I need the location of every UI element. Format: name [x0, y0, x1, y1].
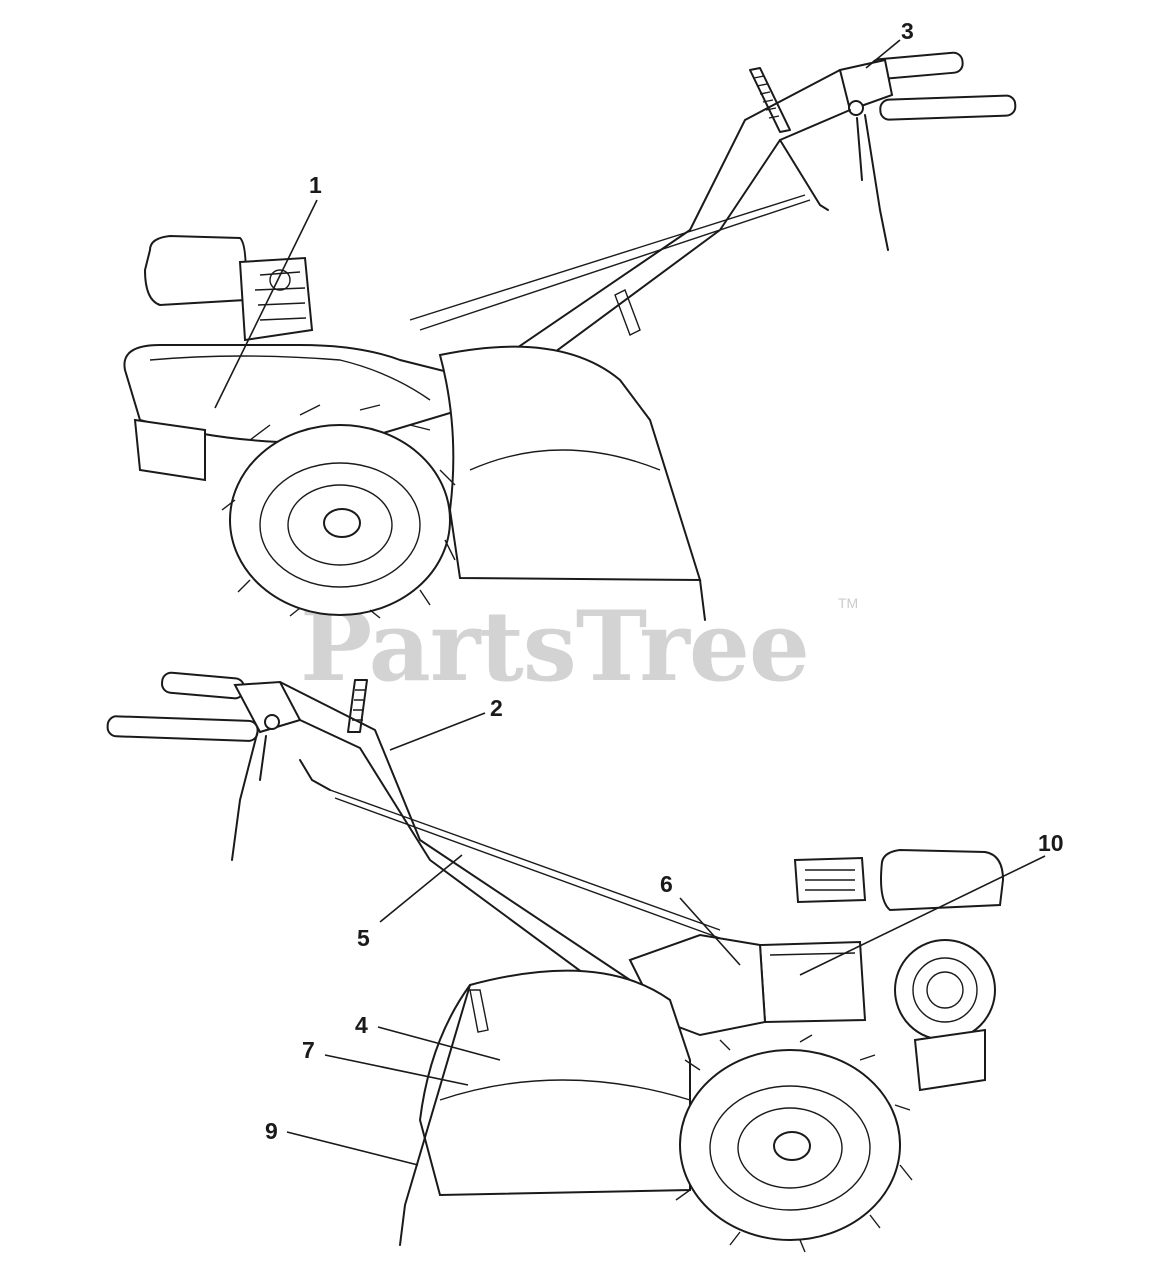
callout-3: 3: [865, 18, 914, 69]
callout-number: 6: [660, 871, 673, 897]
callout-7: 7: [302, 1037, 469, 1086]
callout-number: 4: [355, 1012, 368, 1038]
tiller-bottom-view: [106, 671, 1005, 1253]
callout-4: 4: [355, 1012, 501, 1061]
callout-number: 9: [265, 1118, 278, 1144]
watermark-trademark: TM: [838, 595, 858, 611]
callout-number: 1: [309, 172, 322, 198]
callout-9: 9: [265, 1118, 419, 1166]
callout-number: 10: [1038, 830, 1064, 856]
callout-5: 5: [357, 854, 463, 951]
callout-6: 6: [660, 871, 741, 966]
tiller-top-view: [123, 51, 1017, 621]
watermark-text: PartsTree: [300, 590, 809, 703]
callout-number: 2: [490, 695, 503, 721]
callout-number: 5: [357, 925, 370, 951]
callout-10: 10: [799, 830, 1064, 976]
callout-2: 2: [389, 695, 503, 751]
callout-number: 7: [302, 1037, 315, 1063]
callout-1: 1: [214, 172, 322, 409]
callout-number: 3: [901, 18, 914, 44]
